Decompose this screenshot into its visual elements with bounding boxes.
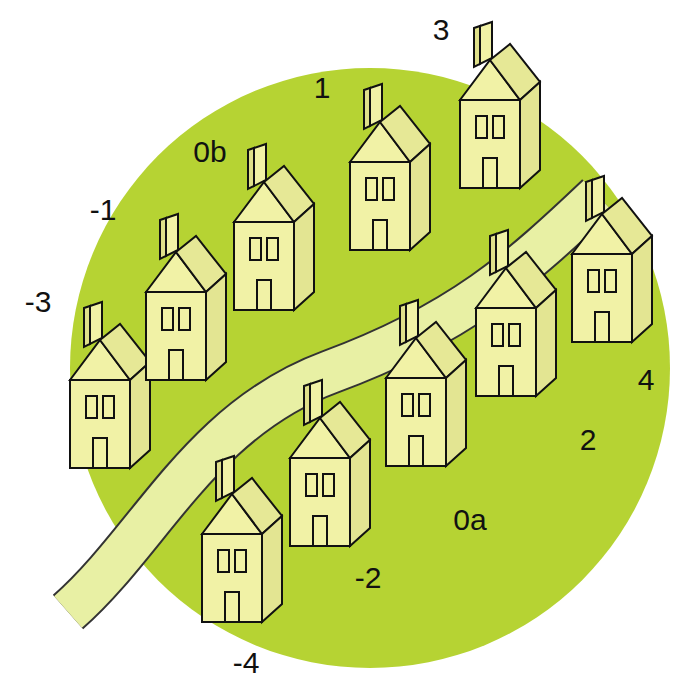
- position-number: -2: [355, 563, 382, 593]
- road-outline: [68, 196, 598, 612]
- position-number: 3: [433, 15, 450, 45]
- position-number: -1: [90, 195, 117, 225]
- house: [350, 84, 430, 250]
- house: [386, 300, 466, 466]
- house: [202, 456, 282, 622]
- house: [234, 144, 314, 310]
- house: [70, 302, 150, 468]
- position-number: 1: [314, 73, 331, 103]
- position-number: -3: [25, 287, 52, 317]
- house: [146, 214, 226, 380]
- position-number: -4: [233, 648, 260, 678]
- position-number: 2: [580, 425, 597, 455]
- position-number: 0a: [453, 505, 486, 535]
- position-number: 0b: [193, 137, 226, 167]
- house: [476, 230, 556, 396]
- position-number: 4: [638, 365, 655, 395]
- house: [460, 22, 540, 188]
- house: [572, 176, 652, 342]
- house: [290, 380, 370, 546]
- road: [68, 196, 598, 612]
